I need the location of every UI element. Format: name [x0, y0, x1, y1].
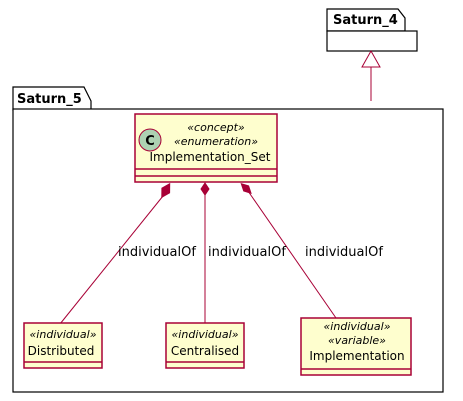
association-label-2: individualOf	[208, 245, 286, 260]
class-name: Implementation_Set	[150, 150, 271, 164]
generalization-link	[361, 49, 381, 101]
association-line-implementation	[247, 190, 337, 319]
association-links: individualOf individualOf individualOf	[59, 182, 383, 325]
individual-implementation[interactable]: «individual» «variable» Implementation	[300, 317, 412, 376]
individual-name: Implementation	[309, 349, 404, 363]
class-badge-icon	[138, 128, 162, 152]
individual-name: Centralised	[171, 344, 239, 358]
class-box	[134, 113, 278, 183]
association-label-3: individualOf	[305, 245, 383, 260]
composition-diamond-1	[161, 182, 171, 199]
package-saturn-5-name: Saturn_5	[17, 92, 82, 107]
package-saturn-4-tab	[326, 8, 406, 32]
class-implementation-set[interactable]: C «concept» «enumeration» Implementation…	[134, 113, 278, 183]
individual-stereotype: «individual»	[172, 328, 239, 341]
association-label-1: individualOf	[118, 245, 196, 260]
individual-box	[300, 317, 412, 376]
individual-name: Distributed	[28, 344, 95, 358]
individual-stereotype-1: «individual»	[324, 320, 391, 333]
package-saturn-4[interactable]: Saturn_4	[326, 8, 418, 52]
class-stereotype-1: «concept»	[187, 121, 245, 134]
package-saturn-4-name: Saturn_4	[333, 13, 398, 28]
package-saturn-5-tab	[12, 86, 92, 111]
association-line-distributed	[59, 190, 168, 325]
individual-box	[165, 322, 245, 369]
individual-distributed[interactable]: «individual» Distributed	[23, 322, 103, 369]
generalization-arrowhead	[361, 49, 381, 68]
class-badge-letter: C	[145, 134, 155, 149]
individual-stereotype: «individual»	[30, 328, 97, 341]
composition-diamond-2	[200, 182, 210, 196]
individual-box	[23, 322, 103, 369]
individual-stereotype-2: «variable»	[328, 334, 386, 347]
individual-centralised[interactable]: «individual» Centralised	[165, 322, 245, 369]
class-stereotype-2: «enumeration»	[174, 135, 258, 148]
package-saturn-4-body	[326, 30, 418, 52]
composition-diamond-3	[240, 182, 252, 194]
